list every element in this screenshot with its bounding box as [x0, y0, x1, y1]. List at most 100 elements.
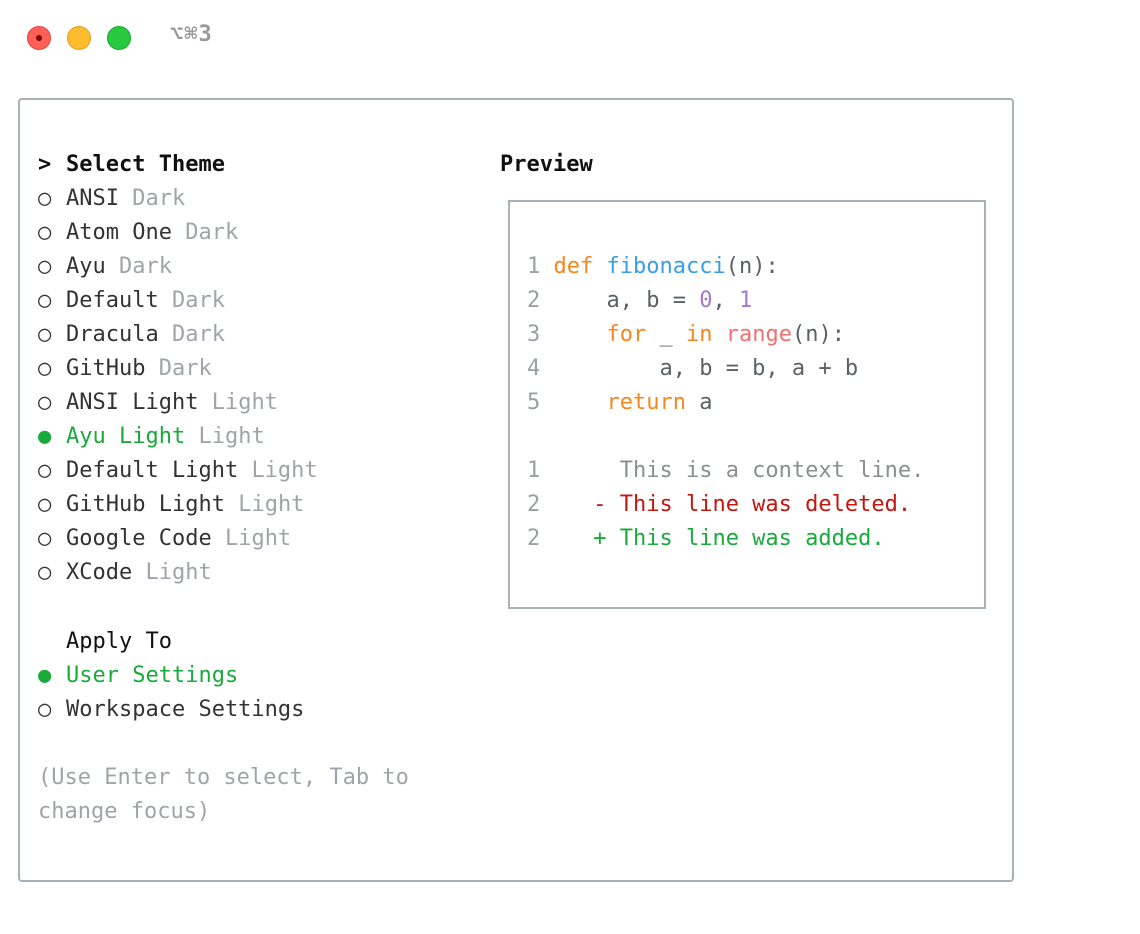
radio-unselected-icon: ○ — [38, 254, 52, 279]
diff-context-text: This is a context line. — [619, 458, 925, 483]
preview-panel — [508, 200, 986, 609]
code-text: (n): — [791, 322, 845, 347]
theme-option-variant: Light — [238, 492, 305, 517]
help-text-line-1: (Use Enter to select, Tab to — [38, 765, 409, 790]
radio-unselected-icon: ○ — [38, 697, 52, 722]
code-text: (n): — [725, 254, 779, 279]
theme-option-name: Atom One — [66, 220, 172, 245]
theme-option[interactable]: ○ Ayu Dark — [38, 250, 172, 284]
code-line-2: 2 a, b = 0, 1 — [527, 284, 752, 318]
theme-option[interactable]: ○ Default Light Light — [38, 454, 318, 488]
theme-option-variant: Light — [224, 526, 292, 551]
keyword-token: in — [685, 322, 713, 347]
radio-unselected-icon: ○ — [38, 322, 52, 347]
code-line-3: 3 for _ in range(n): — [527, 318, 845, 352]
line-number: 2 — [527, 492, 541, 517]
line-number: 5 — [527, 390, 541, 415]
theme-option-name: Ayu Light — [66, 424, 186, 449]
diff-context-line: 1 This is a context line. — [527, 454, 924, 488]
theme-option[interactable]: ○ GitHub Light Light — [38, 488, 304, 522]
diff-minus-sign: - — [593, 492, 607, 517]
radio-unselected-icon: ○ — [38, 288, 52, 313]
theme-option-variant: Dark — [185, 220, 239, 245]
builtin-token: range — [725, 322, 792, 347]
diff-added-line: 2 + This line was added. — [527, 522, 885, 556]
radio-unselected-icon: ○ — [38, 560, 52, 585]
theme-option[interactable]: ○ANSI Dark — [38, 182, 185, 216]
line-number: 4 — [527, 356, 541, 381]
code-line-4: 4 a, b = b, a + b — [527, 352, 858, 386]
apply-option[interactable]: ● User Settings — [38, 659, 238, 693]
close-window-button[interactable] — [27, 26, 51, 50]
apply-option[interactable]: ○ Workspace Settings — [38, 693, 304, 727]
theme-option-name: GitHub Light — [66, 492, 225, 517]
keyword-token: for — [606, 322, 647, 347]
theme-option-variant: Dark — [119, 254, 172, 279]
line-number: 1 — [527, 458, 541, 483]
focus-cursor-icon: > — [38, 152, 52, 177]
radio-selected-icon: ● — [38, 424, 52, 449]
apply-section-heading: Apply To — [38, 625, 172, 659]
diff-added-text: This line was added. — [619, 526, 885, 551]
theme-option[interactable]: ○Default Dark — [38, 284, 225, 318]
code-text: a — [685, 390, 713, 415]
theme-option[interactable]: ● Ayu Light Light — [38, 420, 265, 454]
line-number: 2 — [527, 526, 541, 551]
theme-option[interactable]: ○Google Code Light — [38, 522, 291, 556]
theme-heading-label: Select Theme — [66, 152, 225, 177]
theme-option-variant: Dark — [158, 356, 212, 381]
theme-option[interactable]: ○ GitHub Dark — [38, 352, 212, 386]
code-line-1: 1 def fibonacci(n): — [527, 250, 779, 284]
radio-unselected-icon: ○ — [38, 356, 52, 381]
theme-option-name: ANSI Light — [66, 390, 199, 415]
theme-option-variant: Dark — [171, 322, 225, 347]
number-token: 1 — [738, 288, 753, 313]
radio-unselected-icon: ○ — [38, 458, 52, 483]
theme-option-name: Default Light — [66, 458, 239, 483]
theme-option-name: XCode — [66, 560, 133, 585]
apply-option-name: User Settings — [66, 663, 239, 688]
code-line-5: 5 return a — [527, 386, 712, 420]
line-number: 1 — [527, 254, 541, 279]
theme-section-heading: > Select Theme — [38, 148, 225, 182]
theme-option-variant: Dark — [171, 288, 225, 313]
radio-unselected-icon: ○ — [38, 186, 52, 211]
theme-option-name: ANSI — [66, 186, 119, 211]
theme-dialog — [18, 98, 1014, 882]
diff-plus-sign: + — [593, 526, 607, 551]
theme-option[interactable]: ○ XCode Light — [38, 556, 212, 590]
number-token: 0 — [699, 288, 713, 313]
code-text: a, b = b, a + b — [659, 356, 859, 381]
line-number: 2 — [527, 288, 541, 313]
help-text-line-2: change focus) — [38, 799, 211, 824]
maximize-window-button[interactable] — [107, 26, 131, 50]
theme-option-variant: Light — [251, 458, 318, 483]
radio-unselected-icon: ○ — [38, 492, 52, 517]
code-text: _ — [646, 322, 686, 347]
theme-option-name: GitHub — [66, 356, 146, 381]
theme-option[interactable]: ○ Atom One Dark — [38, 216, 238, 250]
radio-selected-icon: ● — [38, 663, 52, 688]
window-shortcut-label: ⌥⌘3 — [170, 22, 213, 47]
code-text: , — [712, 288, 739, 313]
code-text: a, b = — [606, 288, 700, 313]
radio-unselected-icon: ○ — [38, 390, 52, 415]
theme-option-name: Dracula — [66, 322, 159, 347]
line-number: 3 — [527, 322, 541, 347]
function-name-token: fibonacci — [606, 254, 726, 279]
theme-option-variant: Light — [198, 424, 265, 449]
apply-heading-label: Apply To — [66, 629, 172, 654]
keyword-token: return — [606, 390, 686, 415]
theme-option-variant: Light — [145, 560, 212, 585]
theme-option[interactable]: ○ Dracula Dark — [38, 318, 225, 352]
diff-deleted-line: 2 - This line was deleted. — [527, 488, 911, 522]
window-titlebar: ⌥⌘3 — [0, 0, 1140, 76]
apply-option-name: Workspace Settings — [66, 697, 305, 722]
minimize-window-button[interactable] — [67, 26, 91, 50]
theme-option[interactable]: ○ANSI Light Light — [38, 386, 278, 420]
keyword-token: def — [553, 254, 594, 279]
radio-unselected-icon: ○ — [38, 220, 52, 245]
diff-deleted-text: This line was deleted. — [619, 492, 912, 517]
theme-option-name: Ayu — [66, 254, 106, 279]
preview-heading: Preview — [500, 152, 593, 177]
